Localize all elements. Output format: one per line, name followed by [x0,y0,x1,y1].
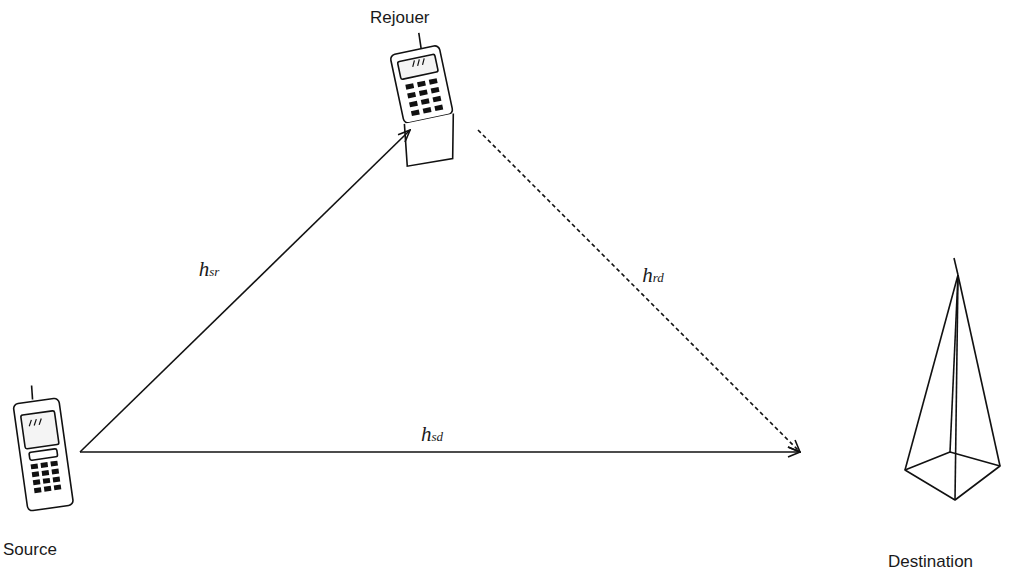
channel-arrow [80,130,410,452]
tower-icon [905,258,1000,500]
node-label: Rejouer [370,8,430,28]
tower-node: Destination [800,255,1020,505]
channel-label: hrd [640,265,666,286]
phone-node: Rejouer [385,40,478,130]
node-label: Destination [888,552,973,572]
channel-label: hsr [197,259,222,280]
channel-label: hsd [419,424,445,445]
channel-arrow [80,451,800,453]
phone-node: Source [15,390,80,515]
phone-icon [11,382,74,511]
node-label: Source [3,540,57,560]
channel-arrow [478,130,800,452]
